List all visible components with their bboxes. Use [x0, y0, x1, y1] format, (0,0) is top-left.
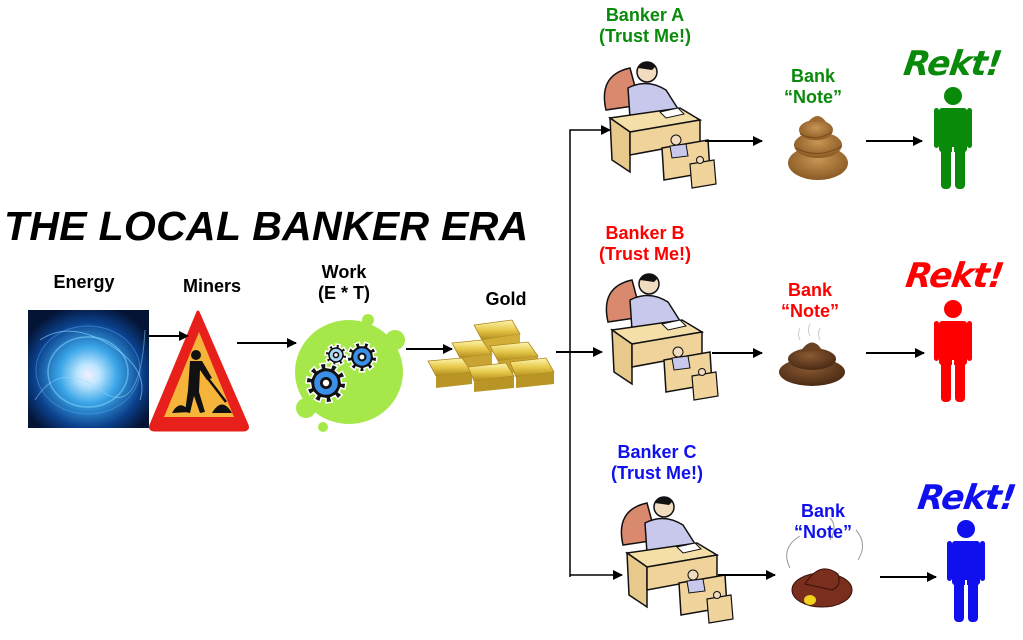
note-a-label: Bank “Note” [768, 66, 858, 108]
person-a-icon [934, 87, 972, 189]
note-a-line1: Bank [790, 66, 835, 86]
energy-label: Energy [53, 272, 115, 292]
note-c-line1: Bank [800, 501, 845, 521]
energy-orb-icon [28, 310, 149, 428]
banker-b-tagline: (Trust Me!) [599, 244, 691, 264]
work-label: Work (E * T) [304, 262, 384, 304]
work-label-line2: (E * T) [318, 283, 370, 303]
poop-swirl-icon [788, 116, 848, 180]
miners-label: Miners [182, 276, 242, 296]
banker-a-tagline: (Trust Me!) [599, 26, 691, 46]
gold-bars-icon [427, 319, 555, 392]
note-b-label: Bank “Note” [765, 280, 855, 322]
rekt-c-label: Rekt! [915, 478, 1018, 518]
person-b-icon [934, 300, 972, 402]
banker-b-desk-icon [605, 273, 719, 401]
banker-c-desk-icon [620, 496, 734, 624]
small-gear [324, 343, 348, 367]
rekt-a-label: Rekt! [901, 44, 1004, 84]
banker-b-label: Banker B (Trust Me!) [585, 223, 705, 265]
gears-icon [295, 314, 405, 432]
note-a-line2: “Note” [784, 87, 842, 107]
large-gear [305, 362, 347, 404]
banker-a-desk-icon [603, 61, 717, 189]
banker-c-label: Banker C (Trust Me!) [597, 442, 717, 484]
banker-c-tagline: (Trust Me!) [611, 463, 703, 483]
person-c-icon [947, 520, 985, 622]
banker-b-name: Banker B [605, 223, 685, 243]
note-b-line1: Bank [787, 280, 832, 300]
rekt-b-label: Rekt! [903, 256, 1006, 296]
banker-c-name: Banker C [617, 442, 697, 462]
diagram-title: THE LOCAL BANKER ERA [4, 203, 529, 249]
banker-to-note-arrows [705, 136, 776, 580]
steaming-poop-icon [779, 323, 845, 386]
banker-a-name: Banker A [605, 5, 685, 25]
banker-a-label: Banker A (Trust Me!) [585, 5, 705, 47]
branch-line-to-banker-a [569, 125, 611, 577]
note-c-line2: “Note” [794, 522, 852, 542]
miner-warning-sign-icon [149, 310, 249, 432]
pipeline-arrows [149, 125, 623, 580]
work-label-line1: Work [321, 262, 367, 282]
note-b-line2: “Note” [781, 301, 839, 321]
medium-gear [346, 341, 378, 373]
gold-label: Gold [485, 289, 527, 309]
note-c-label: Bank “Note” [778, 501, 868, 543]
